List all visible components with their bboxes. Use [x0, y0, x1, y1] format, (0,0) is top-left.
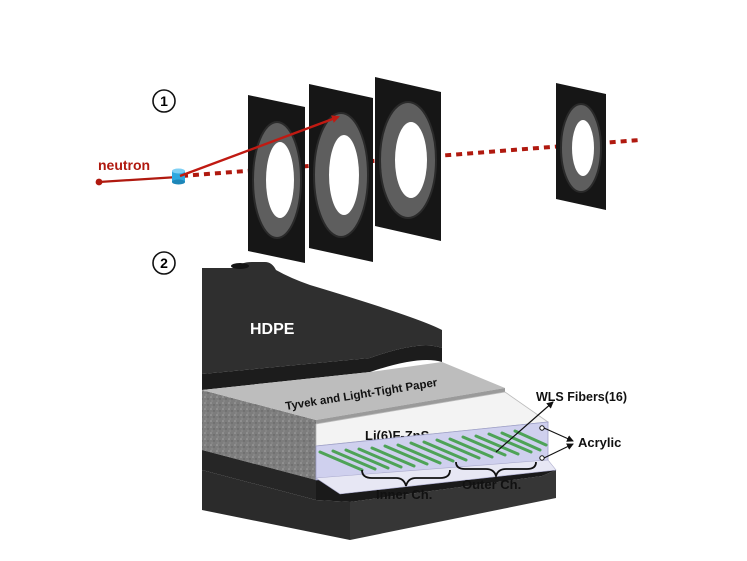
acrylic-pointer-upper	[543, 427, 574, 442]
outer-channel-brace	[455, 461, 537, 480]
scattered-neutron-arrow	[179, 115, 340, 178]
tyvek-paper-layer: Tyvek and Light-Tight Paper	[202, 362, 505, 424]
detector-module-2	[309, 84, 373, 262]
hdpe-layer: HDPE	[202, 262, 442, 390]
detector-module-3	[375, 77, 441, 241]
acrylic-point-lower	[539, 455, 545, 461]
acrylic-point-upper	[539, 425, 545, 431]
detector-module-1	[248, 95, 305, 263]
wls-fibers	[318, 429, 548, 472]
step-number-1: 1	[160, 93, 168, 109]
step-badge-2: 2	[152, 251, 176, 275]
neutron-label: neutron	[98, 157, 150, 173]
target-cylinder	[172, 168, 185, 185]
wls-fibers-label: WLS Fibers(16)	[536, 390, 627, 404]
detector-module-4	[556, 83, 606, 210]
panel-1: 1 neutron	[95, 77, 641, 263]
inner-channel-label: Inner Ch.	[376, 487, 432, 502]
step-number-2: 2	[160, 255, 168, 271]
acrylic-pointer-lower	[543, 443, 574, 459]
panel-2: 2 HDPE Tyvek and Light-Tight Paper Li(	[152, 251, 627, 540]
inner-channel-brace	[361, 469, 451, 487]
neutron-source-dot	[95, 178, 103, 186]
outer-channel-label: Outer Ch.	[462, 477, 521, 492]
acrylic-label: Acrylic	[578, 435, 621, 450]
fibers-pointer	[495, 401, 554, 453]
incoming-neutron-line	[98, 175, 179, 184]
step-badge-1: 1	[152, 89, 176, 113]
hdpe-label: HDPE	[250, 321, 295, 338]
